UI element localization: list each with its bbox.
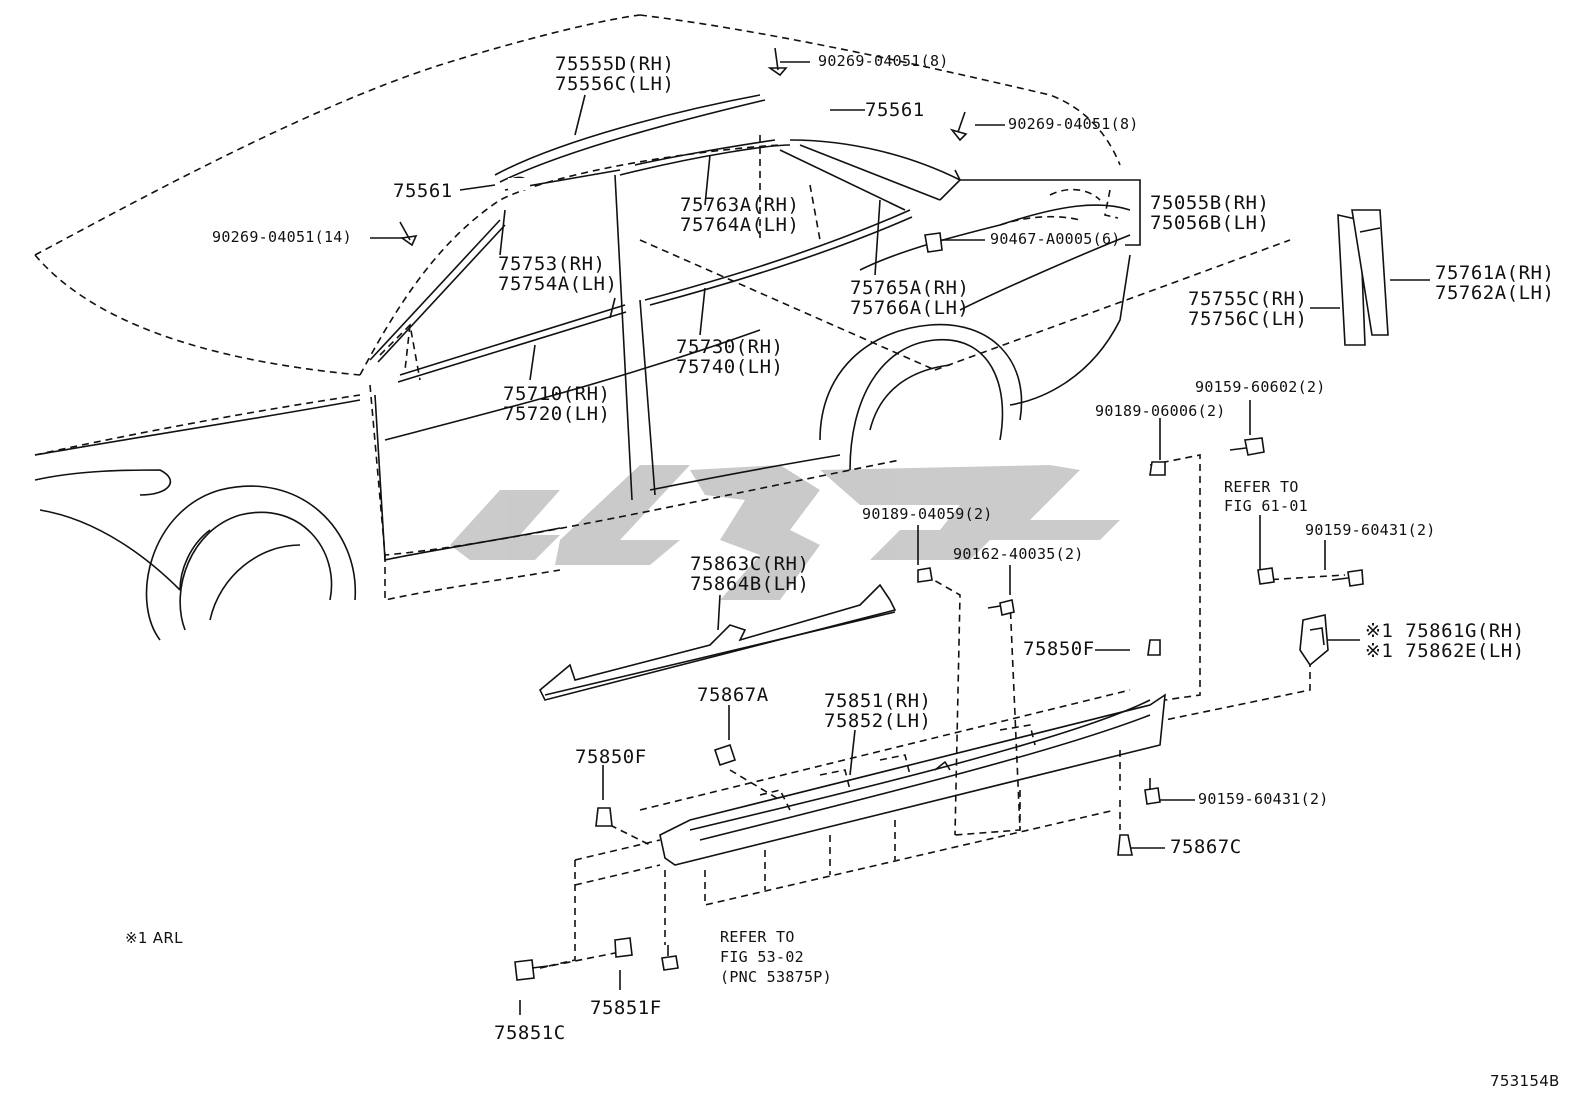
label-90159-b: 90159-60431(2) [1305,521,1436,539]
label-75861g: ※1 75861G(RH) [1365,620,1525,642]
label-75862e: ※1 75862E(LH) [1365,640,1525,662]
clip-icon [399,47,1166,958]
label-75561-a: 75561 [865,99,925,121]
label-75850f-b: 75850F [575,746,647,768]
label-75867c: 75867C [1170,836,1242,858]
label-75852: 75852(LH) [824,710,932,732]
assembly-lines [539,454,1346,969]
label-75755c: 75755C(RH) [1188,288,1308,310]
label-refer2-line1: REFER TO [720,928,795,946]
leader-lines [370,61,1430,1015]
label-75754a: 75754A(LH) [498,273,618,295]
label-note-arl: ※1 ARL [125,929,183,947]
label-90189-b: 90189-04059(2) [862,505,993,523]
label-75851: 75851(RH) [824,690,932,712]
rocker-panel-lower [659,693,1166,866]
watermark-logo [450,465,1120,600]
label-75765a: 75765A(RH) [850,277,970,299]
label-75850f-a: 75850F [1023,638,1095,660]
label-75556c: 75556C(LH) [555,73,675,95]
label-90269-a: 90269-04051(8) [818,52,949,70]
label-75761a: 75761A(RH) [1435,262,1555,284]
label-75055b: 75055B(RH) [1150,192,1270,214]
pillar-garnish [1337,209,1389,346]
label-75756c: 75756C(LH) [1188,308,1308,330]
label-75763a: 75763A(RH) [680,194,800,216]
label-75764a: 75764A(LH) [680,214,800,236]
label-75766a: 75766A(LH) [850,297,970,319]
rocker-panel-upper [539,583,897,701]
label-75730: 75730(RH) [676,336,784,358]
car-body [34,14,1291,641]
screw-icon [514,437,1364,981]
label-75851c: 75851C [494,1022,566,1044]
label-refer2-line3: (PNC 53875P) [720,968,832,986]
label-refer2-line2: FIG 53-02 [720,948,804,966]
label-refer1-line1: REFER TO [1224,478,1299,496]
label-90159-a: 90159-60602(2) [1195,378,1326,396]
label-90467: 90467-A0005(6) [990,230,1121,248]
label-90269-c: 90269-04051(14) [212,228,352,246]
label-90159-c: 90159-60431(2) [1198,790,1329,808]
label-75740: 75740(LH) [676,356,784,378]
label-75056b: 75056B(LH) [1150,212,1270,234]
label-75555d: 75555D(RH) [555,53,675,75]
label-75863c: 75863C(RH) [690,553,810,575]
label-75864b: 75864B(LH) [690,573,810,595]
roof-moldings [369,94,961,383]
label-75753: 75753(RH) [498,253,606,275]
label-75851f: 75851F [590,997,662,1019]
label-75710: 75710(RH) [503,383,611,405]
nut-icon [1299,614,1329,667]
label-75762a: 75762A(LH) [1435,282,1555,304]
label-refer1-line2: FIG 61-01 [1224,497,1308,515]
figure-number: 753154B [1490,1072,1560,1090]
label-75867a: 75867A [697,684,769,706]
label-75561-b: 75561 [393,180,453,202]
label-90189-a: 90189-06006(2) [1095,402,1226,420]
label-75720: 75720(LH) [503,403,611,425]
label-90269-b: 90269-04051(8) [1008,115,1139,133]
label-90162: 90162-40035(2) [953,545,1084,563]
